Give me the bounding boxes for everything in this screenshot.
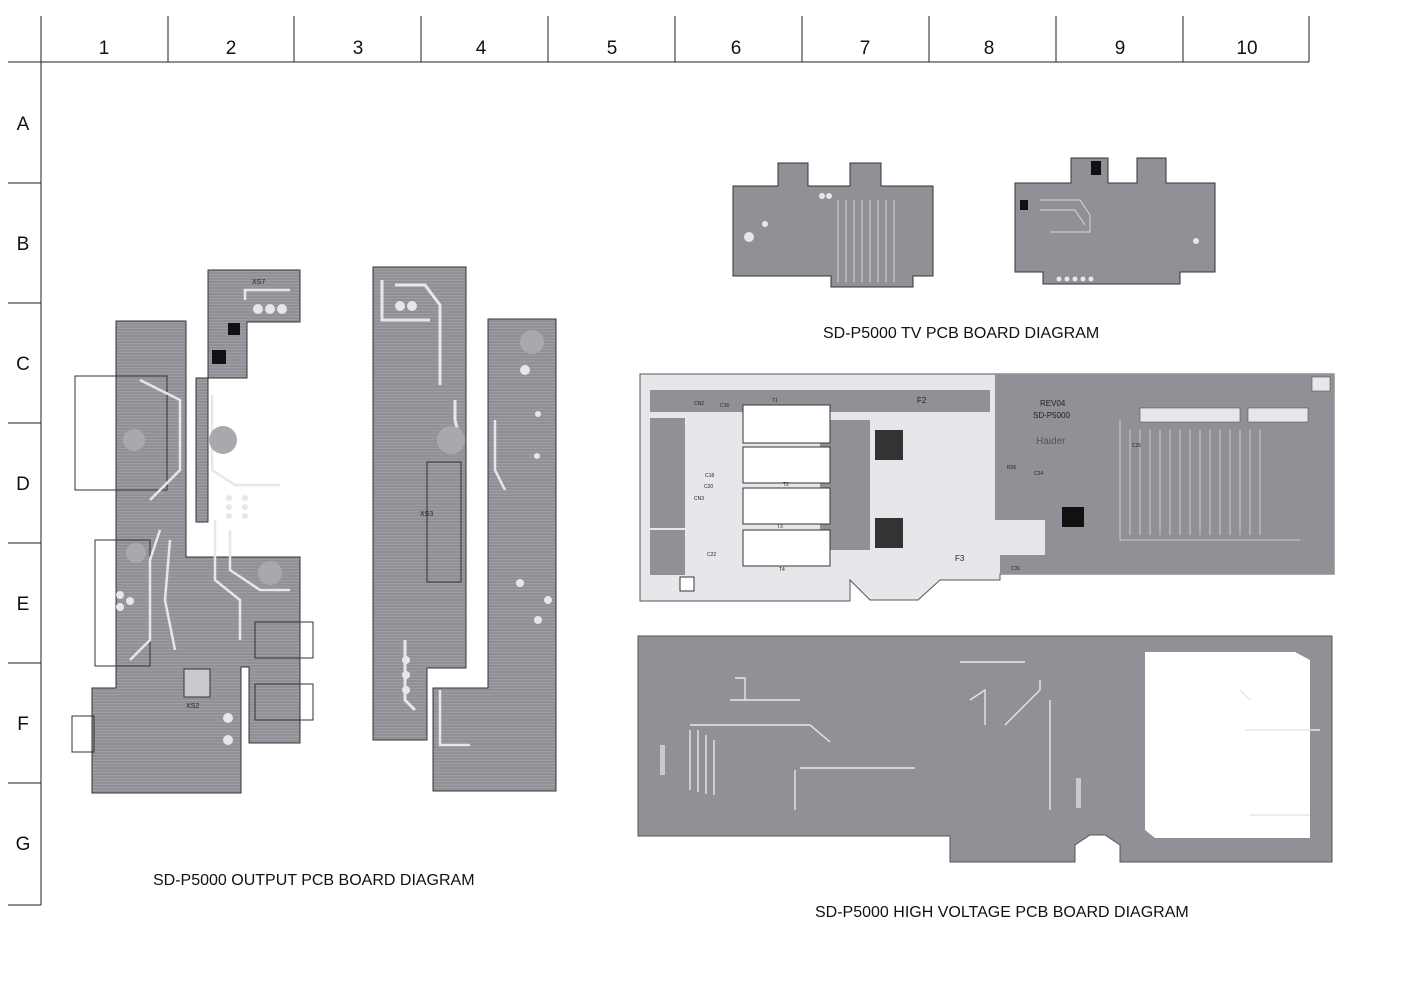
- output-connector-outline: [254, 683, 314, 721]
- grid-column-label: 2: [226, 38, 237, 59]
- hv-label-f3: F3: [955, 554, 965, 563]
- grid-column-label: 9: [1115, 38, 1126, 59]
- hv-label-c18: C18: [705, 473, 714, 479]
- hv-connector-blocks: [1139, 376, 1331, 423]
- grid-column-label: 8: [984, 38, 995, 59]
- hv-label-t1: T1: [772, 398, 778, 404]
- hv-signal-traces: [1119, 420, 1300, 541]
- output-traces: [129, 288, 290, 661]
- output-label-xs3: XS3: [420, 511, 433, 518]
- output-connector-outline: [254, 621, 314, 659]
- output-right-pads: [516, 365, 552, 624]
- hv-label-t3: T3: [777, 524, 783, 530]
- hv-copper-traces: [689, 661, 1320, 816]
- output-pads: [116, 304, 287, 745]
- hv-pcb-board: REV04 SD-P5000 Haider T1 T2 T3 T4 CN2 CN…: [637, 373, 1335, 863]
- hv-label-c22: C22: [707, 552, 716, 558]
- hv-label-r26: R26: [1007, 465, 1016, 471]
- output-copper-pour: [437, 426, 465, 454]
- output-connector-outline: [71, 715, 95, 753]
- output-connector-outline: [74, 375, 168, 491]
- hv-label-model: SD-P5000: [1033, 411, 1070, 420]
- output-right-traces: [438, 420, 507, 747]
- tv-pcb-board-2: [1014, 157, 1216, 285]
- hv-ic-packages: [875, 430, 1084, 548]
- grid-row-label: A: [17, 114, 30, 135]
- output-label-xs7: XS7: [252, 279, 265, 286]
- grid-column-label: 1: [99, 38, 110, 59]
- output-pcb-xs7-stub: [195, 269, 301, 523]
- hv-label-c25: C25: [1132, 443, 1141, 449]
- hv-label-cn3: CN3: [694, 496, 704, 502]
- output-components: [212, 323, 240, 364]
- grid-column-labels: 1 2 3 4 5 6 7 8 9 10: [99, 38, 1258, 59]
- hv-label-t4: T4: [779, 567, 785, 573]
- tv-board-2-traces: [1040, 199, 1091, 233]
- grid-row-label: E: [17, 594, 30, 615]
- grid-column-label: 4: [476, 38, 487, 59]
- output-pcb-middle-strip: [372, 266, 467, 741]
- output-label-xs2: XS2: [186, 703, 199, 710]
- tv-board-2-components: [1020, 161, 1101, 210]
- grid-column-label: 7: [860, 38, 871, 59]
- grid-row-label: C: [16, 354, 30, 375]
- hv-pcb-caption: SD-P5000 HIGH VOLTAGE PCB BOARD DIAGRAM: [815, 904, 1189, 921]
- grid-column-label: 5: [607, 38, 618, 59]
- grid-row-label: G: [16, 834, 31, 855]
- tv-board-2-pads: [1056, 238, 1199, 282]
- hv-label-c20: C20: [704, 484, 713, 490]
- hv-mount-holes: [660, 745, 1081, 808]
- grid-column-label: 3: [353, 38, 364, 59]
- output-copper-pours: [123, 426, 282, 585]
- tv-board-1-traces: [837, 200, 895, 282]
- output-pcb-board: XS7 XS2 XS3: [71, 266, 557, 794]
- grid-row-label: F: [17, 714, 29, 735]
- hv-label-t2: T2: [783, 482, 789, 488]
- output-middle-pads: [395, 301, 417, 694]
- output-pcb-caption: SD-P5000 OUTPUT PCB BOARD DIAGRAM: [153, 872, 475, 889]
- output-copper-pour: [520, 330, 544, 354]
- hv-transformers: [742, 404, 831, 567]
- grid-frame: [8, 16, 1310, 906]
- grid-row-labels: A B C D E F G: [16, 114, 31, 855]
- hv-label-c24: C24: [1034, 471, 1043, 477]
- hv-pcb-cutout: [1145, 652, 1310, 838]
- grid-column-label: 10: [1236, 38, 1257, 59]
- tv-board-1-pads: [744, 193, 832, 242]
- hv-label-cn2: CN2: [694, 401, 704, 407]
- hv-mount-pad: [679, 576, 695, 592]
- hv-label-rev: REV04: [1040, 399, 1066, 408]
- hv-label-c16: C16: [720, 403, 729, 409]
- hv-label-c31: C31: [1011, 566, 1020, 572]
- output-xs2-connector: [183, 668, 211, 698]
- tv-pcb-board-1: [732, 162, 934, 288]
- grid-column-label: 6: [731, 38, 742, 59]
- hv-silkscreen: REV04 SD-P5000 Haider T1 T2 T3 T4 CN2 CN…: [694, 396, 1141, 573]
- output-pcb-right-strip: [432, 318, 557, 792]
- grid-row-label: B: [17, 234, 30, 255]
- output-xs3-connector: [426, 461, 462, 583]
- grid-row-label: D: [16, 474, 30, 495]
- hv-label-f2: F2: [917, 396, 927, 405]
- tv-pcb-caption: SD-P5000 TV PCB BOARD DIAGRAM: [823, 325, 1100, 342]
- hv-label-brand: Haider: [1036, 436, 1066, 447]
